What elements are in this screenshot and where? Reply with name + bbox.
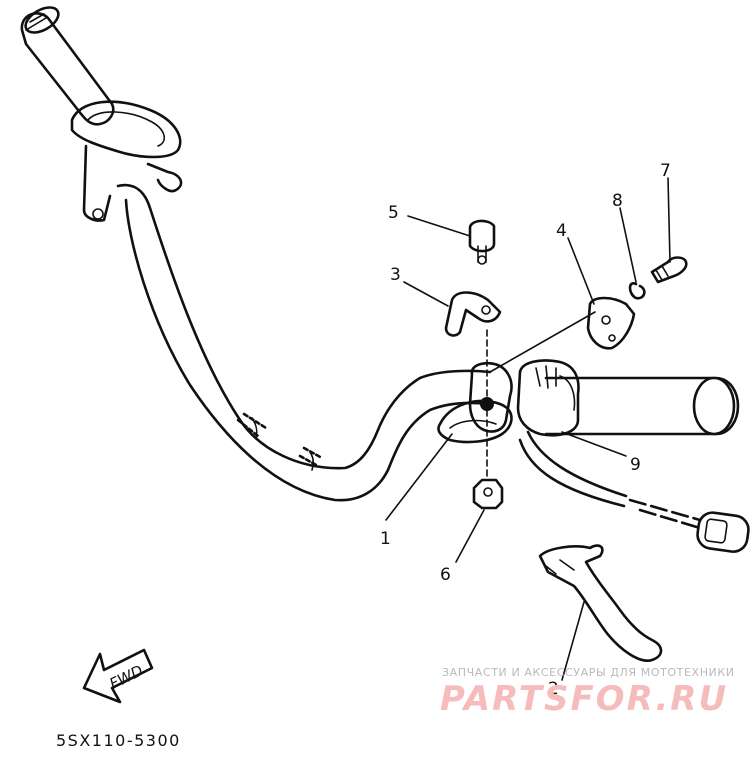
callout-3: 3 (390, 265, 401, 285)
bolt (468, 219, 496, 265)
callouts: 1 2 3 4 5 6 7 8 9 (380, 161, 671, 699)
bracket-clamp (444, 291, 502, 337)
reference-code: 5SX110-5300 (56, 731, 181, 750)
leader-lines (385, 177, 671, 681)
lever-bracket (437, 361, 513, 444)
callout-8: 8 (612, 191, 623, 211)
callout-4: 4 (556, 221, 567, 241)
throttle-grip-assembly (20, 6, 183, 222)
watermark-caption: ЗАПЧАСТИ И АКСЕССУАРЫ ДЛЯ МОТОТЕХНИКИ (442, 666, 735, 679)
watermark-site: PARTSFOR.RU (440, 679, 728, 719)
callout-9: 9 (630, 455, 641, 475)
clutch-lever (538, 544, 663, 662)
screw (650, 256, 688, 284)
callout-6: 6 (440, 565, 451, 585)
callout-2: 2 (548, 679, 559, 699)
washer (628, 282, 646, 300)
watermark: ЗАПЧАСТИ И АКСЕССУАРЫ ДЛЯ МОТОТЕХНИКИ PA… (440, 666, 735, 719)
nut (472, 478, 504, 510)
callout-7: 7 (660, 161, 671, 181)
fwd-arrow-icon: FWD (82, 648, 154, 704)
callout-5: 5 (388, 203, 399, 223)
callout-1: 1 (380, 529, 391, 549)
plate (586, 296, 636, 350)
right-grip (516, 359, 740, 437)
cable (518, 430, 750, 553)
handlebar-tube (116, 183, 492, 502)
